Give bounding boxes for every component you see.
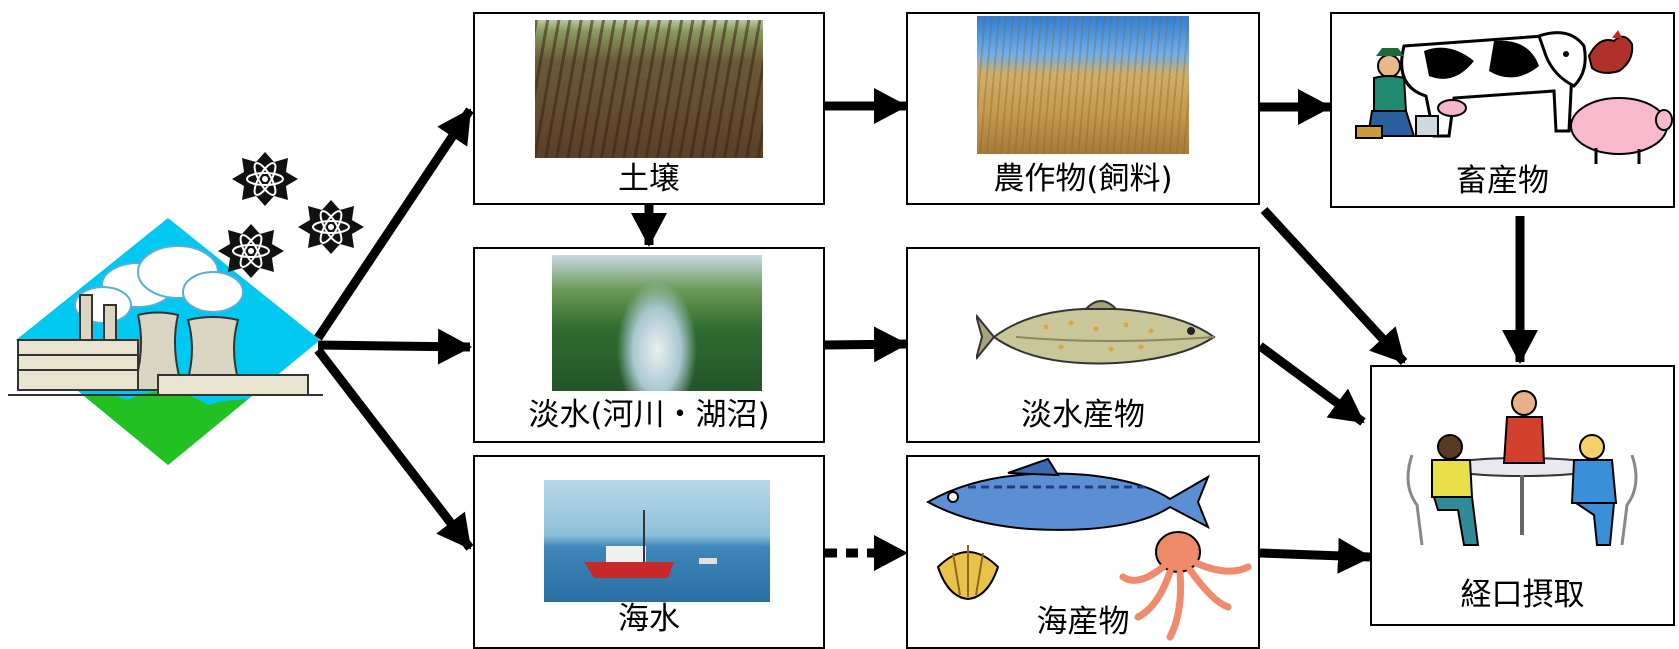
- node-label: 海水: [618, 601, 680, 637]
- node-label: 経口摂取: [1460, 577, 1585, 613]
- node-ingestion: 経口摂取: [1370, 365, 1675, 626]
- node-label: 海産物: [1036, 604, 1130, 640]
- mountain-river-photo: [552, 255, 762, 391]
- node-freshwater: 淡水(河川・湖沼): [473, 247, 825, 443]
- node-freshwater-products: 淡水産物: [906, 247, 1260, 443]
- arrow-marine-to-ingestion: [1259, 537, 1372, 574]
- fishing-boat-photo: [544, 480, 770, 602]
- wheat-field-photo: [977, 16, 1189, 154]
- farm-field-photo: [535, 20, 763, 158]
- node-label: 畜産物: [1456, 163, 1549, 199]
- radioactive-atom-icon: [232, 152, 298, 206]
- arrow-source-to-soil: [314, 107, 474, 341]
- trout-fish-icon: [976, 300, 1216, 365]
- node-livestock: 畜産物: [1330, 12, 1675, 208]
- node-crops: 農作物(飼料): [906, 12, 1260, 205]
- arrow-freshwater-to-fish: [824, 326, 908, 363]
- arrow-fish-to-ingestion: [1257, 342, 1366, 426]
- nuclear-power-plant-icon: [8, 218, 323, 465]
- node-label: 淡水産物: [1021, 397, 1145, 433]
- arrow-source-to-freshwater: [317, 328, 472, 365]
- node-label: 土壌: [618, 161, 680, 197]
- people-eating-at-table-icon: [1406, 390, 1638, 546]
- farmer-milking-cow-icon: [1355, 30, 1673, 164]
- arrow-source-to-seawater: [314, 347, 474, 551]
- node-soil: 土壌: [473, 12, 825, 205]
- radioactive-atom-icon: [218, 224, 284, 278]
- arrow-crops-to-ingestion: [1260, 206, 1408, 366]
- node-marine-products: 海産物: [906, 455, 1260, 649]
- mackerel-shell-octopus-icon: [925, 457, 1252, 641]
- node-label: 淡水(河川・湖沼): [528, 397, 770, 433]
- radioactive-atom-icon: [298, 200, 364, 254]
- node-label: 農作物(飼料): [993, 161, 1173, 197]
- node-seawater: 海水: [473, 455, 825, 649]
